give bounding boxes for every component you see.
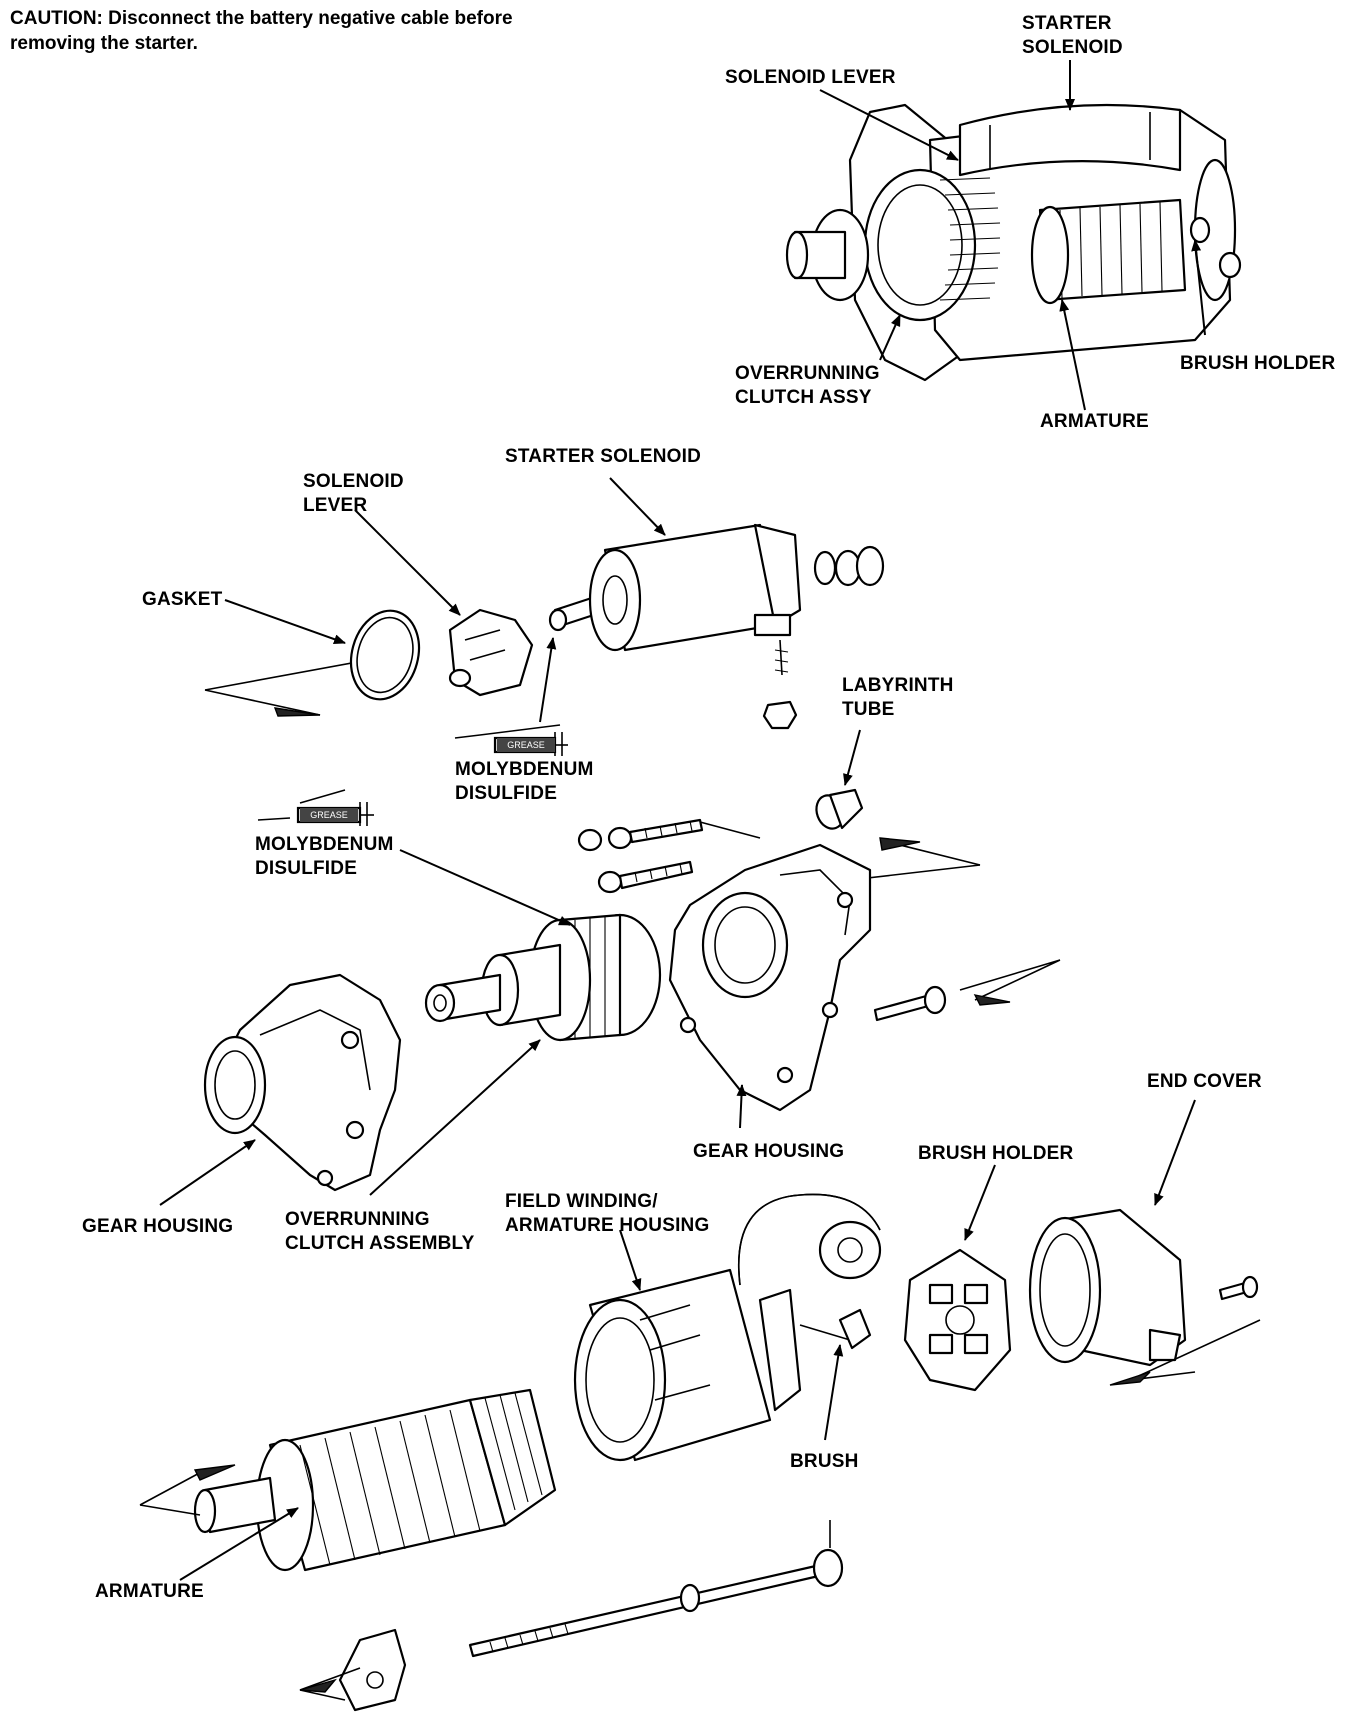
caution-note: CAUTION: Disconnect the battery negative… <box>10 8 513 54</box>
label-overrunning-clutch-assembly: OVERRUNNING CLUTCH ASSEMBLY <box>285 1209 475 1254</box>
label-gear-housing-right: GEAR HOUSING <box>693 1141 845 1162</box>
label-field-winding-armature-housing: FIELD WINDING/ ARMATURE HOUSING <box>505 1191 710 1236</box>
assembled-starter-illustration <box>785 103 1242 382</box>
solenoid-row-parts <box>204 523 885 830</box>
label-molybdenum-disulfide-1: MOLYBDENUM DISULFIDE <box>455 759 594 804</box>
label-brush: BRUSH <box>790 1451 859 1472</box>
lower-row-parts <box>139 1193 1261 1712</box>
label-armature: ARMATURE <box>95 1581 204 1602</box>
leader-lines <box>159 60 1206 1581</box>
label-solenoid-lever-top: SOLENOID LEVER <box>725 67 896 88</box>
label-solenoid-lever: SOLENOID LEVER <box>303 471 404 516</box>
label-starter-solenoid: STARTER SOLENOID <box>505 446 702 467</box>
label-end-cover: END COVER <box>1147 1071 1262 1092</box>
label-starter-solenoid-top: STARTER SOLENOID <box>1022 13 1123 58</box>
label-armature-top: ARMATURE <box>1040 411 1149 432</box>
grease-tag-2: GREASE <box>300 808 358 822</box>
label-brush-holder: BRUSH HOLDER <box>918 1143 1074 1164</box>
label-brush-holder-top: BRUSH HOLDER <box>1180 353 1336 374</box>
label-overrunning-clutch-assy: OVERRUNNING CLUTCH ASSY <box>735 363 880 408</box>
gear-housing-row-parts <box>203 818 1061 1192</box>
label-labyrinth-tube: LABYRINTH TUBE <box>842 675 954 720</box>
label-molybdenum-disulfide-2: MOLYBDENUM DISULFIDE <box>255 834 394 879</box>
label-gear-housing-left: GEAR HOUSING <box>82 1216 234 1237</box>
grease-tag-1: GREASE <box>497 738 555 752</box>
label-gasket: GASKET <box>142 589 223 610</box>
